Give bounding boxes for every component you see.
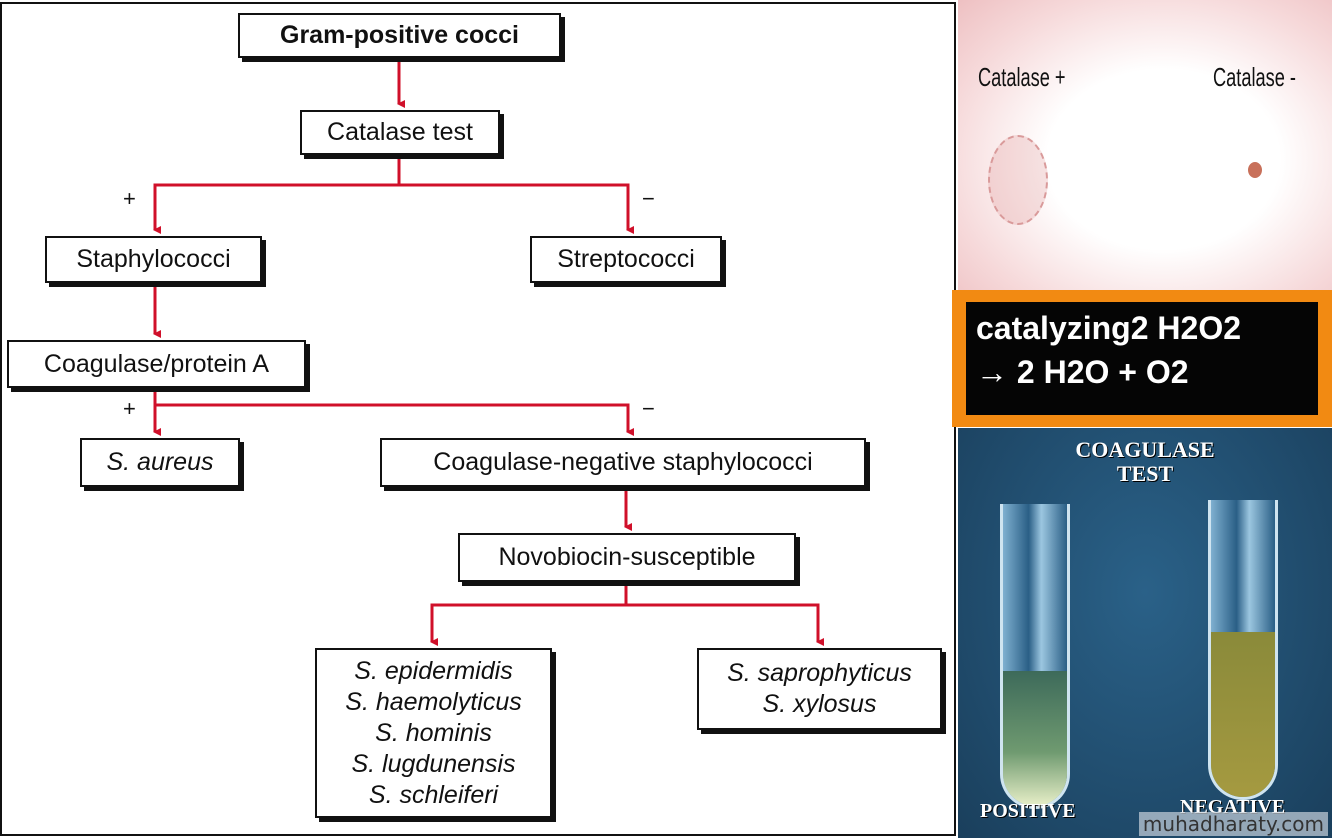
node-susceptible-species: S. epidermidis S. haemolyticus S. homini…	[315, 648, 552, 818]
positive-tube-fluid	[1003, 671, 1067, 806]
coagulase-title-line-1: COAGULASE	[1075, 437, 1215, 462]
node-s-aureus: S. aureus	[80, 438, 240, 487]
non-bubbling-colony	[1248, 162, 1262, 178]
equation-panel: catalyzing2 H2O2 → 2 H2O + O2	[966, 302, 1318, 415]
branch-novo-left	[430, 584, 628, 646]
node-staphylococci: Staphylococci	[45, 236, 262, 283]
species-item: S. schleiferi	[368, 780, 499, 809]
watermark: muhadharaty.com	[1138, 812, 1328, 836]
positive-label: POSITIVE	[980, 800, 1076, 822]
species-item: S. epidermidis	[354, 656, 513, 685]
species-item: S. lugdunensis	[351, 749, 516, 778]
bubbling-colony	[988, 135, 1048, 225]
branch-novo-right	[626, 603, 824, 646]
label-coagulase-positive: +	[123, 396, 136, 421]
coagulase-title: COAGULASE TEST	[958, 438, 1332, 486]
equation-line-1: catalyzing2 H2O2	[976, 310, 1241, 346]
node-coagulase-negative-staphylococci: Coagulase-negative staphylococci	[380, 438, 866, 487]
node-resistant-species: S. saprophyticus S. xylosus	[697, 648, 942, 730]
label-catalase-negative: −	[642, 186, 655, 211]
node-streptococci: Streptococci	[530, 236, 722, 283]
node-novobiocin-susceptible: Novobiocin-susceptible	[458, 533, 796, 582]
catalase-test-photo: Catalase + Catalase -	[958, 0, 1332, 290]
branch-catalase	[153, 157, 401, 234]
catalase-equation-box: catalyzing2 H2O2 → 2 H2O + O2	[952, 290, 1332, 427]
positive-tube	[1000, 504, 1070, 809]
label-coagulase-negative: −	[642, 396, 655, 421]
negative-tube-fluid	[1211, 632, 1275, 797]
coagulase-title-line-2: TEST	[1116, 461, 1174, 486]
species-item: S. saprophyticus	[727, 659, 912, 687]
coagulase-test-photo: COAGULASE TEST POSITIVE NEGATIVE muhadha…	[958, 428, 1332, 838]
branch-catalase-neg	[399, 183, 634, 234]
catalase-negative-label: Catalase -	[1213, 62, 1296, 92]
catalase-positive-label: Catalase +	[978, 62, 1066, 92]
negative-tube	[1208, 500, 1278, 800]
species-item: S. xylosus	[762, 690, 877, 718]
species-item: S. hominis	[375, 718, 492, 747]
node-gram-positive-cocci: Gram-positive cocci	[238, 13, 561, 58]
branch-coag-neg	[155, 403, 634, 436]
equation-line-2: → 2 H2O + O2	[976, 354, 1189, 390]
species-item: S. haemolyticus	[345, 687, 522, 716]
node-coagulase-protein-a: Coagulase/protein A	[7, 340, 306, 388]
node-catalase-test: Catalase test	[300, 110, 500, 155]
label-catalase-positive: +	[123, 186, 136, 211]
